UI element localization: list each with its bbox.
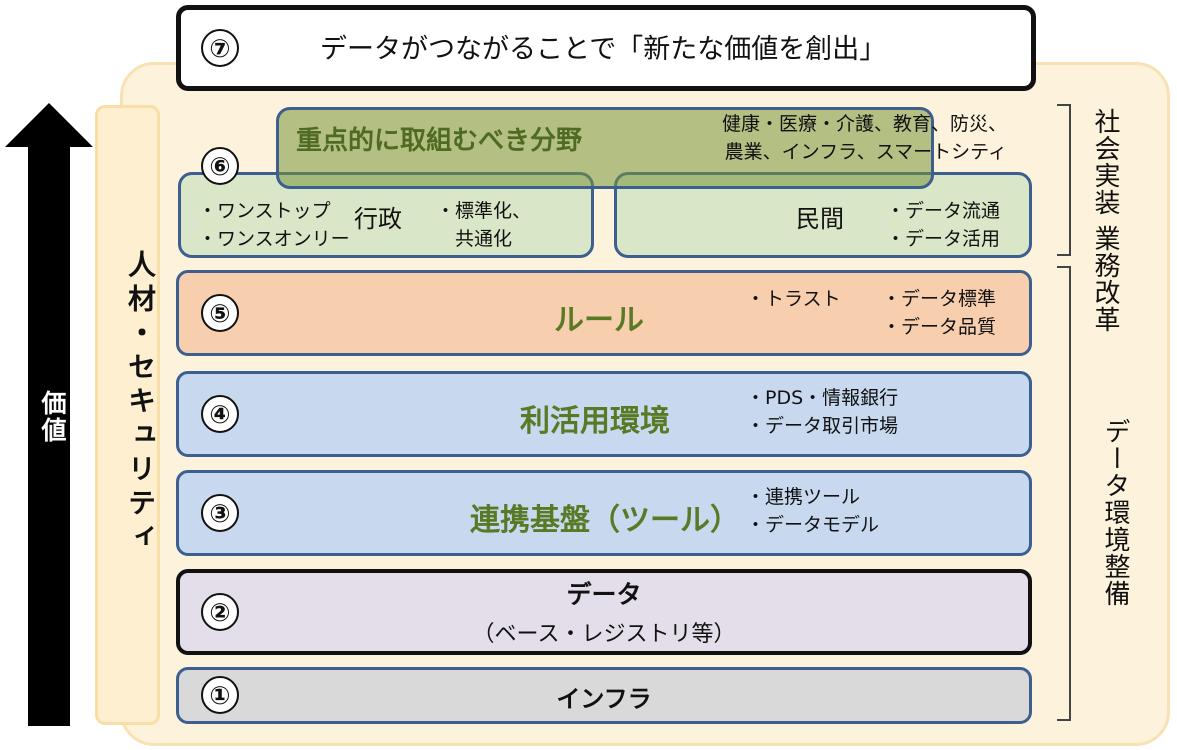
private-items: ・データ流通 ・データ活用 bbox=[886, 197, 1000, 253]
private-item: ・データ流通 bbox=[886, 200, 1001, 222]
rule-item: ・トラスト bbox=[746, 288, 841, 310]
private-item: ・データ活用 bbox=[886, 228, 1001, 250]
label-line: 業務改革 bbox=[1090, 225, 1120, 334]
layer-5-right-items: ・データ標準 ・データ品質 bbox=[882, 285, 996, 341]
layer-4-box bbox=[176, 371, 1032, 457]
focus-areas-title: 重点的に取組むべき分野 bbox=[296, 126, 583, 156]
layer-4-title: 利活用環境 bbox=[520, 404, 670, 439]
gov-right-items: ・標準化、 共通化 bbox=[436, 197, 531, 253]
data-environment-label: データ環境整備 bbox=[1100, 418, 1130, 607]
value-arrow-head bbox=[5, 103, 93, 147]
utilization-item: ・PDS・情報銀行 bbox=[746, 387, 899, 409]
gov-title: 行政 bbox=[354, 205, 402, 233]
layer-2-title: データ bbox=[566, 580, 642, 609]
social-implementation-bracket bbox=[1057, 104, 1071, 256]
layer-5-box bbox=[176, 270, 1032, 356]
label-line: 社会実装 bbox=[1090, 108, 1120, 216]
rule-item: ・データ品質 bbox=[882, 316, 997, 338]
layer-7-number: ⑦ bbox=[201, 29, 239, 67]
utilization-item: ・データ取引市場 bbox=[746, 415, 899, 437]
layer-7-box bbox=[176, 5, 1036, 91]
gov-item: ・ワンスオンリー bbox=[198, 228, 350, 250]
layer-1-number: ① bbox=[201, 676, 239, 714]
layer-2-box bbox=[176, 569, 1032, 655]
social-implementation-label: 社会実装 業務改革 bbox=[1088, 108, 1122, 333]
private-title: 民間 bbox=[796, 205, 844, 233]
tool-item: ・データモデル bbox=[746, 514, 880, 536]
layer-1-box bbox=[176, 667, 1032, 724]
gov-item: 共通化 bbox=[455, 228, 513, 250]
focus-line: 健康・医療・介護、教育、防災、 bbox=[722, 113, 1008, 135]
layer-4-number: ④ bbox=[201, 395, 239, 433]
value-arrow bbox=[28, 142, 70, 726]
layer-2-number: ② bbox=[201, 593, 239, 631]
gov-left-items: ・ワンストップ ・ワンスオンリー bbox=[198, 197, 350, 253]
layer-3-title: 連携基盤（ツール） bbox=[470, 503, 740, 538]
layer-6-number: ⑥ bbox=[201, 147, 239, 185]
focus-line: 農業、インフラ、スマートシティ bbox=[724, 141, 1008, 163]
rule-item: ・データ標準 bbox=[882, 288, 997, 310]
gov-item: ・標準化、 bbox=[436, 200, 532, 222]
layer-5-left-items: ・トラスト bbox=[746, 285, 841, 313]
people-security-bar bbox=[95, 105, 160, 725]
value-arrow-label: 価値 bbox=[38, 390, 67, 444]
layer-2-subtitle: （ベース・レジストリ等） bbox=[472, 622, 736, 647]
people-security-label: 人材・セキュリティ bbox=[124, 250, 157, 556]
layer-5-number: ⑤ bbox=[201, 294, 239, 332]
focus-areas-box bbox=[276, 107, 934, 189]
tool-item: ・連携ツール bbox=[746, 486, 861, 508]
layer-7-text: データがつながることで「新たな価値を創出」 bbox=[320, 34, 887, 65]
gov-item: ・ワンストップ bbox=[198, 200, 331, 222]
data-environment-bracket bbox=[1057, 266, 1071, 721]
layer-3-number: ③ bbox=[201, 494, 239, 532]
layer-3-items: ・連携ツール ・データモデル bbox=[746, 483, 879, 539]
layer-5-title: ルール bbox=[554, 303, 644, 338]
focus-areas-list: 健康・医療・介護、教育、防災、 農業、インフラ、スマートシティ bbox=[722, 110, 1007, 166]
layer-3-box bbox=[176, 470, 1032, 556]
layer-4-items: ・PDS・情報銀行 ・データ取引市場 bbox=[746, 384, 898, 440]
layer-1-title: インフラ bbox=[556, 685, 652, 713]
